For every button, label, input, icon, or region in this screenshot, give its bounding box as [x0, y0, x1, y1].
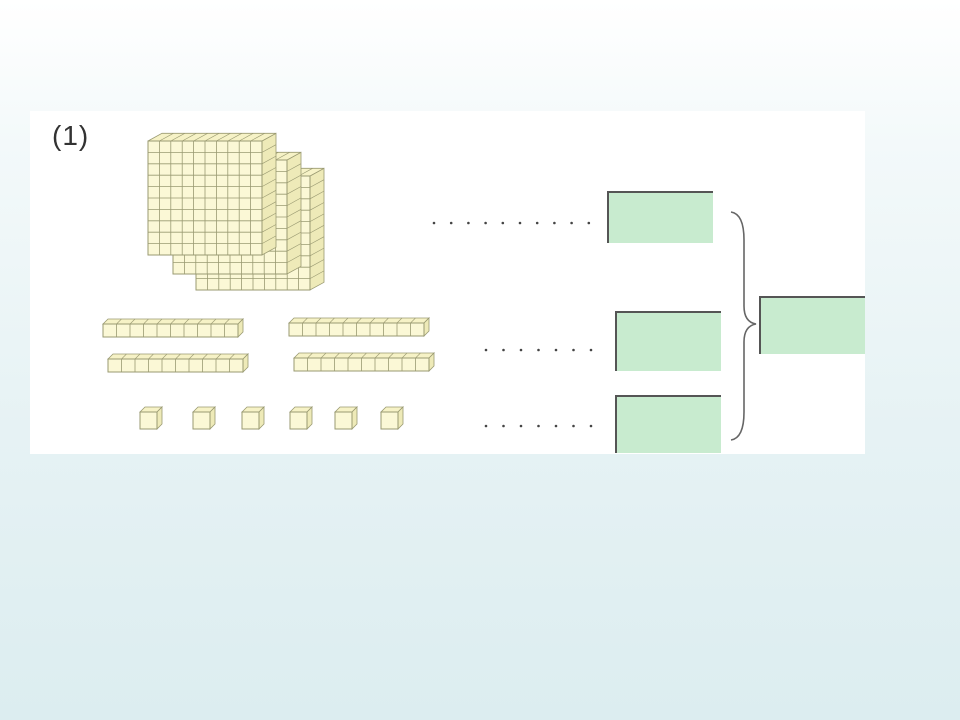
ones-answer-box[interactable] [615, 395, 721, 453]
problem-label: (1) [52, 120, 90, 151]
unit-cube [380, 406, 404, 430]
hundred-flats [147, 132, 325, 291]
unit-cube [192, 406, 216, 430]
dotted-leader-tens [484, 348, 593, 352]
dotted-leaders [432, 221, 593, 428]
total-answer-box[interactable] [759, 296, 865, 354]
hundred-flat [147, 132, 277, 256]
unit-cube [241, 406, 265, 430]
ten-rod [293, 352, 435, 372]
unit-cubes [139, 406, 404, 430]
ten-rod [288, 317, 430, 337]
tens-answer-box[interactable] [615, 311, 721, 371]
unit-cube [139, 406, 163, 430]
curly-brace [730, 211, 757, 441]
dotted-leader-hundreds [432, 221, 591, 225]
unit-cube [289, 406, 313, 430]
ten-rod [102, 318, 244, 338]
hundreds-answer-box[interactable] [607, 191, 713, 243]
dotted-leader-ones [484, 424, 593, 428]
ten-rod [107, 353, 249, 373]
unit-cube [334, 406, 358, 430]
ten-rods [102, 317, 435, 373]
